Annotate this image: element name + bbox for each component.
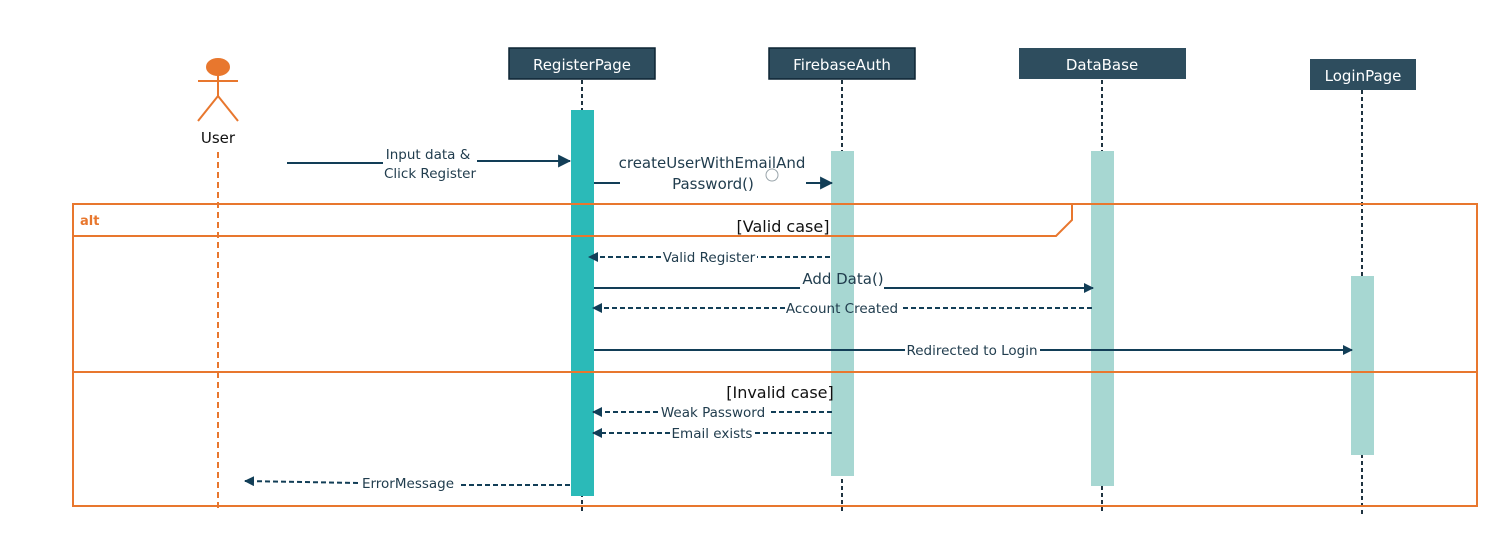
guard-valid-case: [Valid case] <box>737 217 830 236</box>
message-label: Email exists <box>672 426 753 442</box>
message-label: Input data & <box>386 147 471 163</box>
user-actor-icon <box>197 58 239 122</box>
guard-invalid-case: [Invalid case] <box>726 383 834 402</box>
message-account-created: Account Created <box>592 301 1092 317</box>
firebaseauth-activation <box>831 151 854 476</box>
participant-label: RegisterPage <box>533 56 631 74</box>
message-add-data: Add Data() <box>594 270 1094 293</box>
alt-fragment: alt [Valid case] [Invalid case] <box>72 203 1478 507</box>
message-label: Password() <box>672 175 754 193</box>
actor-label: User <box>201 129 236 147</box>
message-email-exists: Email exists <box>592 426 832 442</box>
participant-label: DataBase <box>1066 56 1138 74</box>
participant-label: FirebaseAuth <box>793 56 891 74</box>
message-redirected-to-login: Redirected to Login <box>594 343 1353 359</box>
message-valid-register: Valid Register <box>588 250 830 266</box>
message-input-data: Input data & Click Register <box>287 147 572 182</box>
participant-database: DataBase <box>1019 48 1186 79</box>
message-weak-password: Weak Password <box>592 405 832 421</box>
message-label: Weak Password <box>661 405 765 421</box>
alt-operator-label: alt <box>80 214 99 229</box>
registerpage-activation <box>571 110 594 496</box>
message-label: Click Register <box>384 166 476 182</box>
participant-firebaseauth: FirebaseAuth <box>768 47 916 80</box>
message-label: Redirected to Login <box>906 343 1037 359</box>
participant-loginpage: LoginPage <box>1310 59 1416 90</box>
participant-registerpage: RegisterPage <box>508 47 656 80</box>
message-label: Valid Register <box>663 250 756 266</box>
message-label: createUserWithEmailAnd <box>619 154 806 172</box>
loginpage-activation <box>1351 276 1374 455</box>
message-label: Account Created <box>786 301 898 317</box>
database-activation <box>1091 151 1114 486</box>
participant-label: LoginPage <box>1325 67 1402 85</box>
message-label: ErrorMessage <box>362 476 454 492</box>
message-label: Add Data() <box>802 270 883 288</box>
message-error-message: ErrorMessage <box>244 476 570 492</box>
cursor-circle-icon <box>765 168 779 182</box>
message-create-user: createUserWithEmailAnd Password() <box>594 154 834 193</box>
